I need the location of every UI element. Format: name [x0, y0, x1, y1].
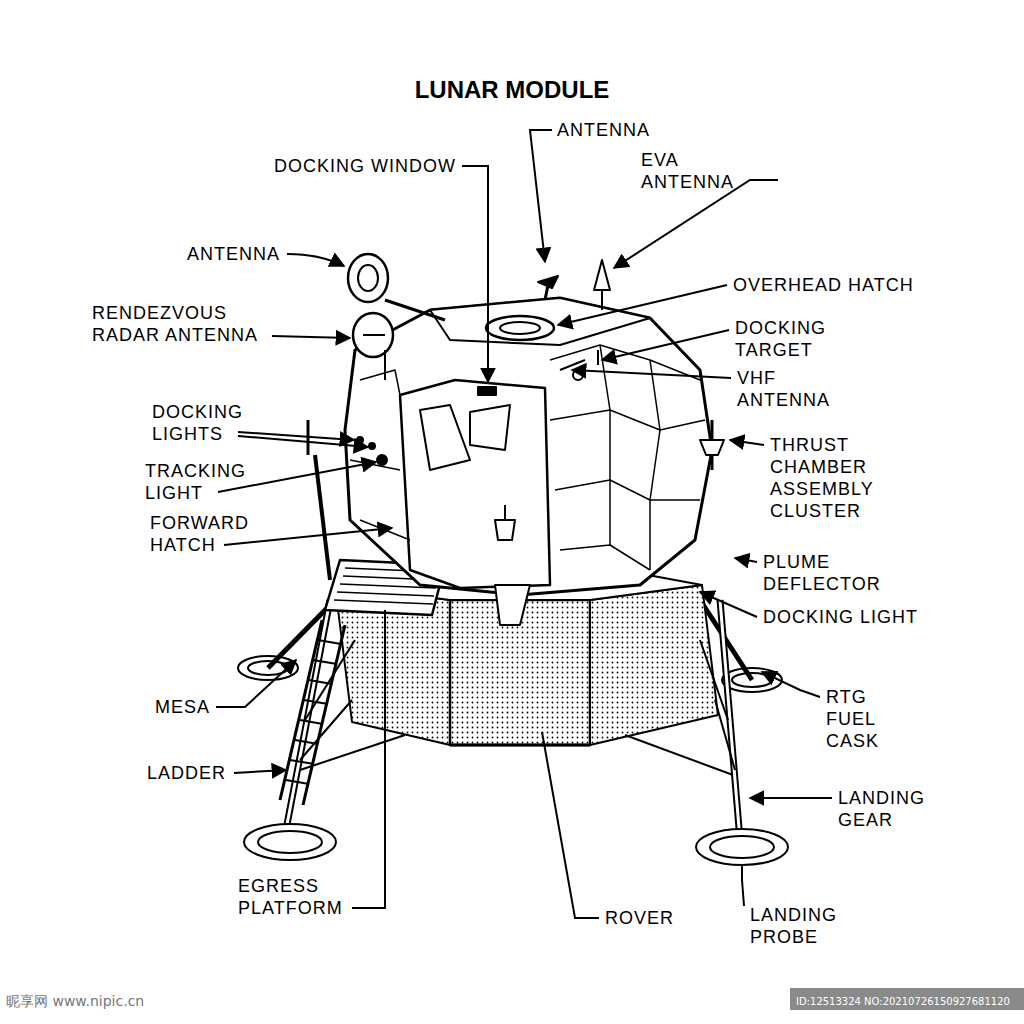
- part-label: MESA: [155, 696, 210, 718]
- part-label: OVERHEAD HATCH: [733, 274, 914, 296]
- part-label: LANDING PROBE: [750, 904, 850, 948]
- part-label: EGRESS PLATFORM: [238, 875, 368, 919]
- diagram-title: LUNAR MODULE: [0, 76, 1024, 104]
- part-label: PLUME DEFLECTOR: [763, 551, 898, 595]
- watermark: 昵享网 www.nipic.cn: [6, 990, 144, 1012]
- part-label: DOCKING WINDOW: [274, 155, 456, 177]
- part-label: DOCKING LIGHT: [763, 606, 918, 628]
- leader-lines: [216, 130, 832, 918]
- part-label: RTG FUEL CASK: [826, 686, 886, 752]
- part-label: ROVER: [605, 907, 674, 929]
- part-label: LADDER: [147, 762, 226, 784]
- part-label: TRACKING LIGHT: [145, 460, 265, 504]
- part-label: ANTENNA: [187, 243, 280, 265]
- part-label: DOCKING TARGET: [735, 317, 855, 361]
- part-label: LANDING GEAR: [838, 787, 938, 831]
- part-label: VHF ANTENNA: [737, 367, 847, 411]
- watermark: ID:12513324 NO:20210726150927681120: [796, 991, 1010, 1013]
- part-label: FORWARD HATCH: [150, 512, 270, 556]
- part-label: THRUST CHAMBER ASSEMBLY CLUSTER: [770, 434, 890, 522]
- part-label: EVA ANTENNA: [641, 149, 751, 193]
- part-label: RENDEZVOUS RADAR ANTENNA: [92, 302, 272, 346]
- part-label: ANTENNA: [557, 119, 650, 141]
- part-label: DOCKING LIGHTS: [152, 401, 272, 445]
